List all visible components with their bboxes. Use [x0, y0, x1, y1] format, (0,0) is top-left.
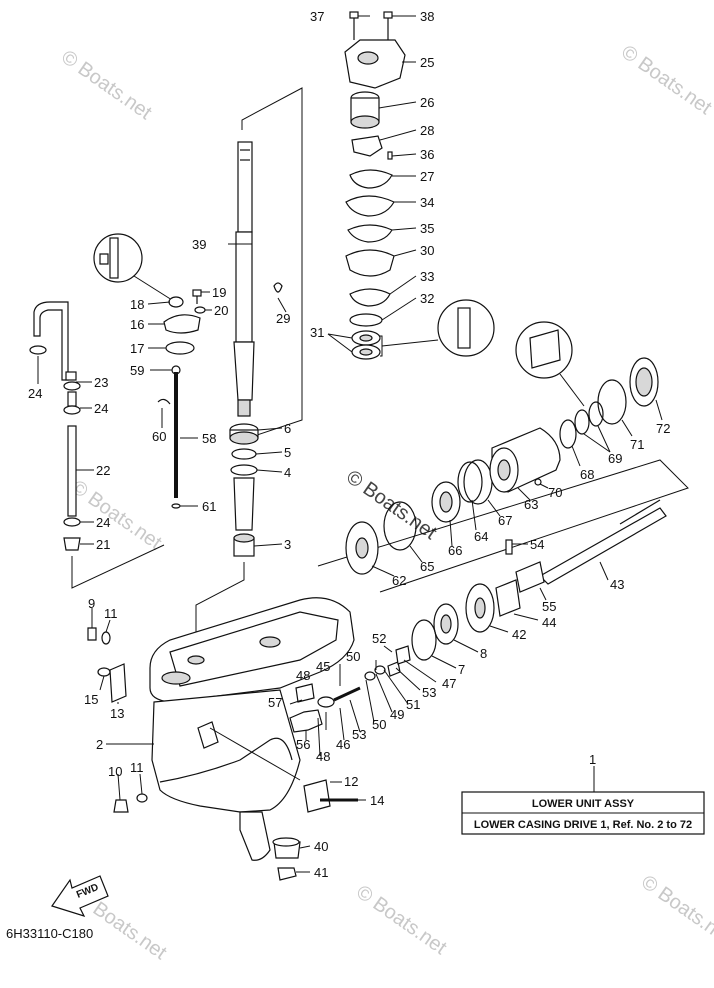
fwd-arrow: FWD	[51, 875, 109, 917]
part-label-71[interactable]: 71	[630, 437, 644, 452]
part-label-2[interactable]: 2	[96, 737, 103, 752]
propeller-shaft-group	[317, 299, 689, 669]
part-label-32[interactable]: 32	[420, 291, 434, 306]
part-label-5[interactable]: 5	[284, 445, 291, 460]
part-label-30[interactable]: 30	[420, 243, 434, 258]
part-label-19[interactable]: 19	[212, 285, 226, 300]
part-label-51[interactable]: 51	[406, 697, 420, 712]
part-label-6[interactable]: 6	[284, 421, 291, 436]
part-label-41[interactable]: 41	[314, 865, 328, 880]
part-label-31[interactable]: 31	[310, 325, 324, 340]
part-label-55[interactable]: 55	[542, 599, 556, 614]
lower-casing	[87, 597, 366, 881]
part-label-53b[interactable]: 53	[352, 727, 366, 742]
part-label-42[interactable]: 42	[512, 627, 526, 642]
part-label-61[interactable]: 61	[202, 499, 216, 514]
part-label-17[interactable]: 17	[130, 341, 144, 356]
part-label-50a[interactable]: 50	[346, 649, 360, 664]
part-label-53a[interactable]: 53	[422, 685, 436, 700]
part-label-8[interactable]: 8	[480, 646, 487, 661]
watermark-2: © Boats.net	[617, 41, 714, 119]
part-labels: 2 3 4 5 6 7 8 9 10 11 11 12 13 14 15 16 …	[28, 9, 670, 880]
part-label-11a[interactable]: 11	[104, 606, 118, 621]
part-label-16[interactable]: 16	[130, 317, 144, 332]
part-label-11b[interactable]: 11	[130, 760, 144, 775]
assembly-box-group: 1 LOWER UNIT ASSY LOWER CASING DRIVE 1, …	[461, 752, 705, 835]
part-label-59[interactable]: 59	[130, 363, 144, 378]
part-label-35[interactable]: 35	[420, 221, 434, 236]
part-label-63[interactable]: 63	[524, 497, 538, 512]
part-label-15[interactable]: 15	[84, 692, 98, 707]
part-label-18[interactable]: 18	[130, 297, 144, 312]
part-label-67[interactable]: 67	[498, 513, 512, 528]
part-label-40[interactable]: 40	[314, 839, 328, 854]
shift-rod-group	[93, 233, 212, 509]
part-label-69[interactable]: 69	[608, 451, 622, 466]
part-label-38[interactable]: 38	[420, 9, 434, 24]
assembly-title: LOWER UNIT ASSY	[532, 798, 635, 810]
part-label-65[interactable]: 65	[420, 559, 434, 574]
part-label-14[interactable]: 14	[370, 793, 384, 808]
drive-shaft-group	[195, 87, 303, 660]
part-label-21[interactable]: 21	[96, 537, 110, 552]
part-label-46[interactable]: 46	[336, 737, 350, 752]
watermark-1: © Boats.net	[57, 46, 156, 124]
part-label-26[interactable]: 26	[420, 95, 434, 110]
assembly-subtitle: LOWER CASING DRIVE 1, Ref. No. 2 to 72	[474, 819, 692, 831]
part-label-64[interactable]: 64	[474, 529, 488, 544]
part-label-70[interactable]: 70	[548, 485, 562, 500]
part-label-72[interactable]: 72	[656, 421, 670, 436]
part-label-54[interactable]: 54	[530, 537, 544, 552]
water-pump-group	[344, 11, 406, 360]
diagram-code: 6H33110-C180	[6, 926, 93, 941]
part-label-62[interactable]: 62	[392, 573, 406, 588]
part-label-22[interactable]: 22	[96, 463, 110, 478]
part-label-43[interactable]: 43	[610, 577, 624, 592]
part-label-9[interactable]: 9	[88, 596, 95, 611]
part-label-60[interactable]: 60	[152, 429, 166, 444]
part-label-44[interactable]: 44	[542, 615, 556, 630]
part-label-49[interactable]: 49	[390, 707, 404, 722]
part-label-24c[interactable]: 24	[96, 515, 110, 530]
part-label-4[interactable]: 4	[284, 465, 291, 480]
part-label-52[interactable]: 52	[372, 631, 386, 646]
part-label-7[interactable]: 7	[458, 662, 465, 677]
speedometer-pipe-group	[29, 301, 165, 589]
watermark-5: © Boats.net	[352, 881, 451, 959]
part-label-37[interactable]: 37	[310, 9, 324, 24]
part-label-10[interactable]: 10	[108, 764, 122, 779]
part-label-20[interactable]: 20	[214, 303, 228, 318]
shift-assembly-group	[289, 645, 437, 757]
part-label-12[interactable]: 12	[344, 774, 358, 789]
part-label-24a[interactable]: 24	[28, 386, 42, 401]
part-label-27[interactable]: 27	[420, 169, 434, 184]
part-label-24b[interactable]: 24	[94, 401, 108, 416]
part-label-66[interactable]: 66	[448, 543, 462, 558]
part-label-33[interactable]: 33	[420, 269, 434, 284]
part-label-58[interactable]: 58	[202, 431, 216, 446]
part-label-45[interactable]: 45	[316, 659, 330, 674]
part-label-3[interactable]: 3	[284, 537, 291, 552]
part-label-29[interactable]: 29	[276, 311, 290, 326]
part-label-57[interactable]: 57	[268, 695, 282, 710]
part-label-36[interactable]: 36	[420, 147, 434, 162]
part-label-50b[interactable]: 50	[372, 717, 386, 732]
part-label-56[interactable]: 56	[296, 737, 310, 752]
watermark-6: © Boats.net	[637, 871, 714, 949]
part-label-39[interactable]: 39	[192, 237, 206, 252]
part-label-48a[interactable]: 48	[296, 668, 310, 683]
part-label-23[interactable]: 23	[94, 375, 108, 390]
watermark-3: © Boats.net	[67, 476, 166, 554]
part-label-68[interactable]: 68	[580, 467, 594, 482]
part-label-34[interactable]: 34	[420, 195, 434, 210]
part-label-13[interactable]: 13	[110, 706, 124, 721]
part-label-48b[interactable]: 48	[316, 749, 330, 764]
part-label-47[interactable]: 47	[442, 676, 456, 691]
part-label-25[interactable]: 25	[420, 55, 434, 70]
assembly-ref-number: 1	[589, 752, 596, 767]
leaders-top	[327, 15, 439, 357]
part-label-28[interactable]: 28	[420, 123, 434, 138]
